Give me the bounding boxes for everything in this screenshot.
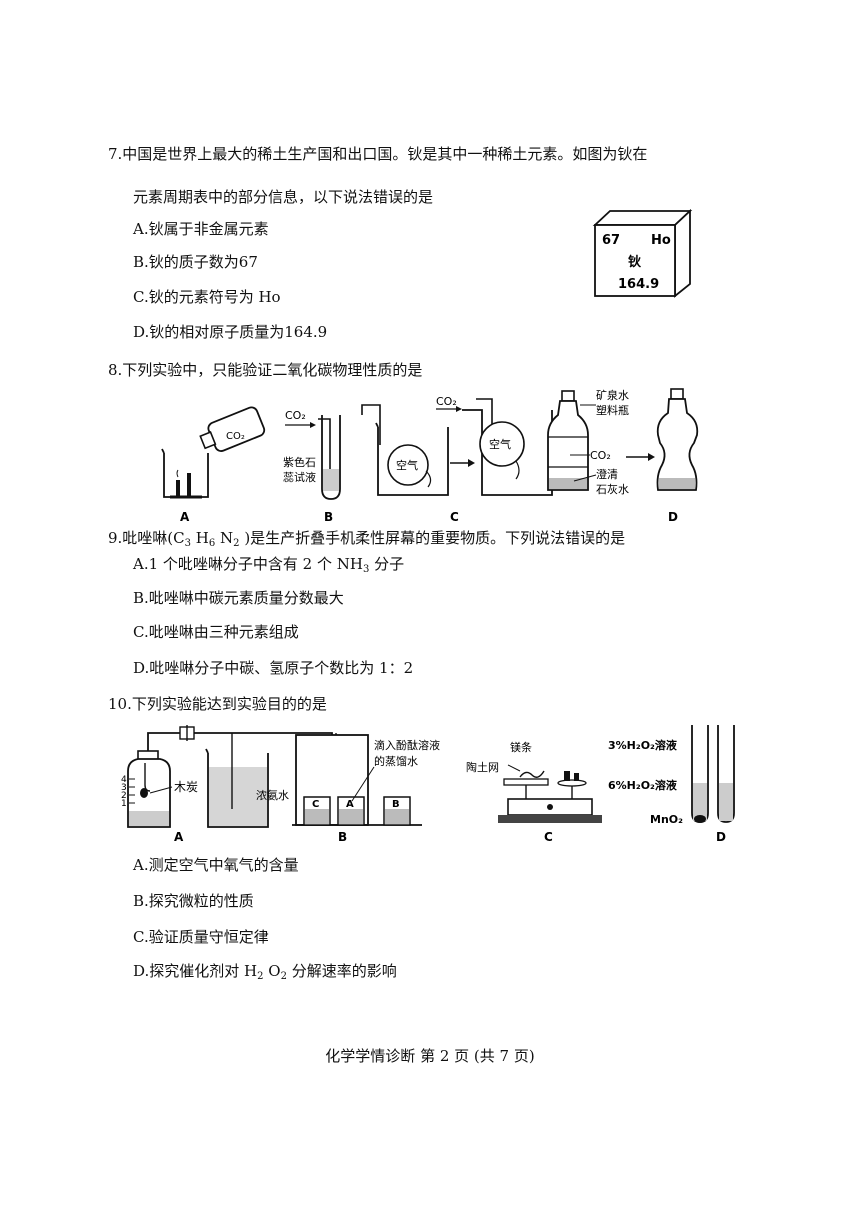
q10a-tick-2: 2 <box>121 791 127 801</box>
q8-label-b: B <box>324 510 333 524</box>
q10-experiment-b: C A B 浓氨水 滴入酚酞溶液 的蒸馏水 B <box>256 734 440 844</box>
q10b-ammonia-label: 浓氨水 <box>256 789 289 802</box>
q9-option-b: B.吡唑啉中碳元素质量分数最大 <box>133 589 344 607</box>
q10d-h2o2-6-label: 6%H₂O₂溶液 <box>608 778 678 792</box>
q10-option-d: D.探究催化剂对 H2 O2 分解速率的影响 <box>133 962 397 982</box>
q8-experiment-d: 矿泉水 塑料瓶 CO₂ 澄清 石灰水 D <box>547 388 699 524</box>
q8d-limewater-line1: 澄清 <box>596 467 618 481</box>
q8-experiment-a: CO₂ A <box>161 406 266 524</box>
q7-stem-line1: 7.中国是世界上最大的稀土生产国和出口国。钬是其中一种稀土元素。如图为钬在 <box>108 145 648 163</box>
q8-label-d: D <box>668 510 678 524</box>
q7-stem-line2: 元素周期表中的部分信息，以下说法错误的是 <box>133 188 434 206</box>
q10b-phenol-line1: 滴入酚酞溶液 <box>374 738 440 752</box>
q10-experiment-c: 镁条 陶土网 C <box>466 740 602 844</box>
q8b-litmus-line1: 紫色石 <box>283 455 316 469</box>
q8c-air-label-1: 空气 <box>396 458 418 472</box>
q10a-tick-3: 3 <box>121 783 127 793</box>
q10d-mno2-label: MnO₂ <box>650 813 683 826</box>
q10-option-a: A.测定空气中氧气的含量 <box>133 856 299 874</box>
q10b-beaker-c: C <box>312 799 319 810</box>
q7-option-d: D.钬的相对原子质量为164.9 <box>133 323 328 341</box>
q10a-tick-1: 1 <box>121 799 127 809</box>
page-footer: 化学学情诊断 第 2 页 (共 7 页) <box>325 1047 535 1065</box>
q8-stem: 8.下列实验中，只能验证二氧化碳物理性质的是 <box>108 361 423 379</box>
element-number: 67 <box>602 233 620 248</box>
q9-option-d: D.吡唑啉分子中碳、氢原子个数比为 1：2 <box>133 659 414 677</box>
q8c-air-label-2: 空气 <box>489 437 511 451</box>
q8b-litmus-line2: 蕊试液 <box>283 470 316 484</box>
q9-stem: 9.吡唑啉(C3 H6 N2 )是生产折叠手机柔性屏幕的重要物质。下列说法错误的… <box>108 529 626 549</box>
q8d-bottle-line2: 塑料瓶 <box>596 403 629 417</box>
q8a-co2-label: CO₂ <box>226 431 245 442</box>
q10-option-b: B.探究微粒的性质 <box>133 892 254 910</box>
q10-experiment-d: 3%H₂O₂溶液 6%H₂O₂溶液 MnO₂ D <box>608 725 735 844</box>
q7-option-b: B.钬的质子数为67 <box>133 253 258 271</box>
q10c-mg-label: 镁条 <box>510 740 532 754</box>
q8-experiment-c: 空气 CO₂ 空气 C <box>361 395 553 524</box>
element-mass: 164.9 <box>618 277 659 292</box>
q10a-charcoal-label: 木炭 <box>174 780 198 794</box>
q8-figure: CO₂ A CO₂ 紫色石 蕊试液 B 空气 CO₂ 空气 C <box>161 388 699 524</box>
q10b-beaker-a: A <box>346 799 354 810</box>
q7-option-a: A.钬属于非金属元素 <box>133 220 269 238</box>
element-name: 钬 <box>628 254 642 270</box>
q8b-co2-label: CO₂ <box>285 409 306 422</box>
element-symbol: Ho <box>651 233 671 248</box>
q10-option-c: C.验证质量守恒定律 <box>133 928 269 946</box>
q10-experiment-a: 4 3 2 1 木炭 A <box>121 725 337 844</box>
q10d-h2o2-3-label: 3%H₂O₂溶液 <box>608 738 678 752</box>
q10c-gauze-label: 陶土网 <box>466 760 499 774</box>
q10-stem: 10.下列实验能达到实验目的的是 <box>108 695 327 713</box>
q8-experiment-b: CO₂ 紫色石 蕊试液 B <box>283 409 341 524</box>
q7-option-c: C.钬的元素符号为 Ho <box>133 288 281 306</box>
q10-label-a: A <box>174 830 184 844</box>
q9-option-c: C.吡唑啉由三种元素组成 <box>133 623 299 641</box>
q10-figure: 4 3 2 1 木炭 A C A B 浓氨水 滴入酚酞溶液 的蒸馏水 B 镁条 … <box>121 725 735 844</box>
q10-label-d: D <box>716 830 726 844</box>
q10a-tick-4: 4 <box>121 775 127 785</box>
q10b-beaker-b: B <box>392 799 400 810</box>
q7-element-card: 67 Ho 钬 164.9 <box>592 208 693 298</box>
q9-option-a: A.1 个吡唑啉分子中含有 2 个 NH3 分子 <box>133 555 405 575</box>
q8c-co2-label: CO₂ <box>436 395 457 408</box>
q8-label-a: A <box>180 510 190 524</box>
q8-label-c: C <box>450 510 459 524</box>
q8d-co2-label: CO₂ <box>590 449 611 462</box>
q10-label-b: B <box>338 830 347 844</box>
q8d-limewater-line2: 石灰水 <box>596 482 629 496</box>
q8d-bottle-line1: 矿泉水 <box>596 388 629 402</box>
q10-label-c: C <box>544 830 553 844</box>
q10b-phenol-line2: 的蒸馏水 <box>374 754 418 768</box>
